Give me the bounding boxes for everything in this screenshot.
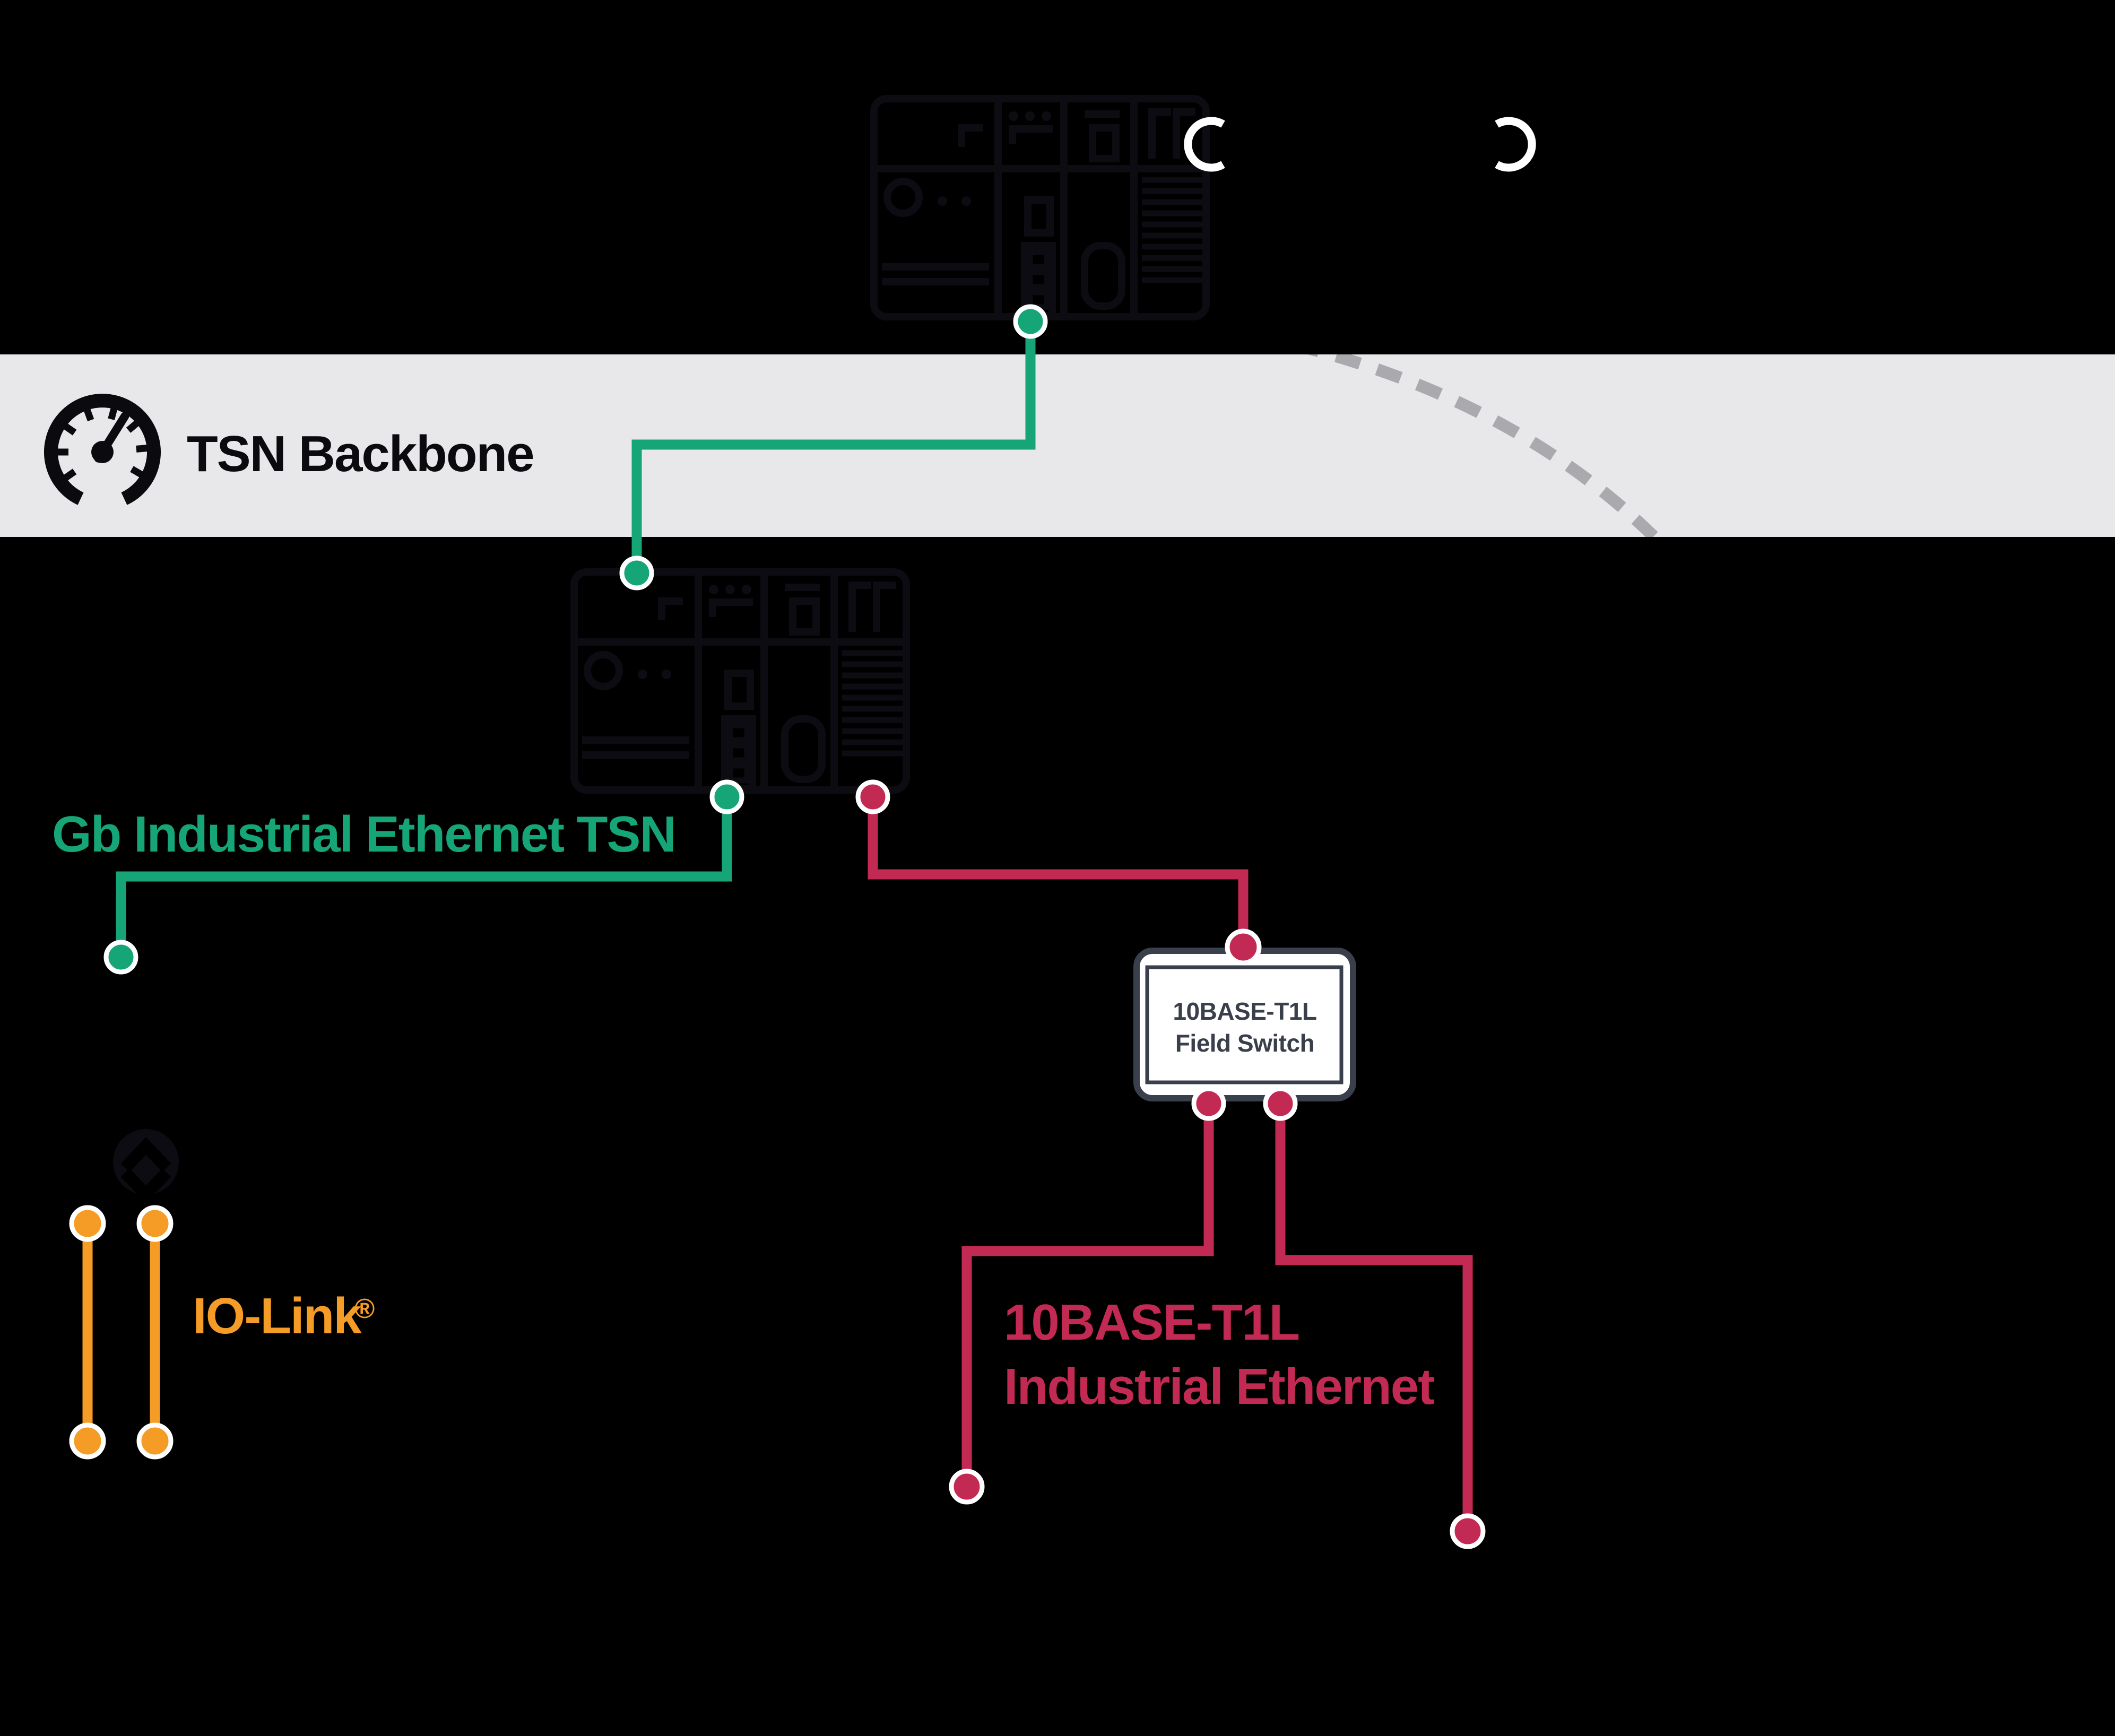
open-circle-icon-left	[1184, 117, 1225, 172]
red-link-line-top	[868, 797, 1249, 942]
field-switch-label-line2: Field Switch	[1175, 1029, 1314, 1057]
connection-dot-orange-top-left	[69, 1205, 106, 1242]
red-link-line-left	[961, 1104, 1214, 1471]
connection-dot-orange-bottom-right	[136, 1422, 174, 1460]
connection-dot-red-endpoint-right	[1450, 1513, 1486, 1549]
green-link-line-bottom	[116, 797, 732, 951]
connection-dot-red-endpoint-left	[949, 1469, 985, 1505]
io-link-label: IO-Link	[193, 1288, 362, 1344]
connection-dot-green-plc-middle-in	[619, 555, 654, 591]
dashed-boundary-arc	[1307, 354, 1663, 537]
connection-dot-green-plc-middle-out	[709, 779, 744, 814]
connection-dot-red-switch-bottom-right	[1263, 1086, 1298, 1121]
green-link-label: Gb Industrial Ethernet TSN	[52, 806, 675, 863]
plc-rack-icon-top	[874, 99, 1206, 317]
tsn-backbone-label: TSN Backbone	[187, 426, 533, 482]
plc-rack-icon-middle	[574, 572, 906, 790]
connection-dot-green-plc-top	[1013, 304, 1048, 339]
field-switch-label-line1: 10BASE-T1L	[1173, 997, 1316, 1025]
connection-dot-orange-top-right	[136, 1205, 174, 1242]
swap-arrows-icon	[113, 1129, 179, 1203]
red-link-label-line2: Industrial Ethernet	[1004, 1358, 1434, 1415]
red-link-line-right	[1275, 1104, 1473, 1515]
connection-dot-orange-bottom-left	[69, 1422, 106, 1460]
connection-dot-green-endpoint	[103, 940, 138, 975]
speedometer-gauge-icon	[44, 394, 161, 505]
tsn-backbone-band	[0, 354, 2115, 537]
io-link-group	[69, 1129, 179, 1460]
connection-dot-red-switch-top	[1225, 928, 1262, 966]
connection-dot-red-switch-bottom-left	[1191, 1086, 1226, 1121]
red-link-label-line1: 10BASE-T1L	[1004, 1294, 1299, 1351]
io-link-registered-mark: ®	[354, 1294, 375, 1324]
field-switch: 10BASE-T1L Field Switch	[1133, 948, 1356, 1101]
open-circle-icon-right	[1495, 117, 1536, 172]
green-link-line-top	[631, 322, 1036, 572]
connection-dot-red-plc-middle	[855, 779, 890, 814]
